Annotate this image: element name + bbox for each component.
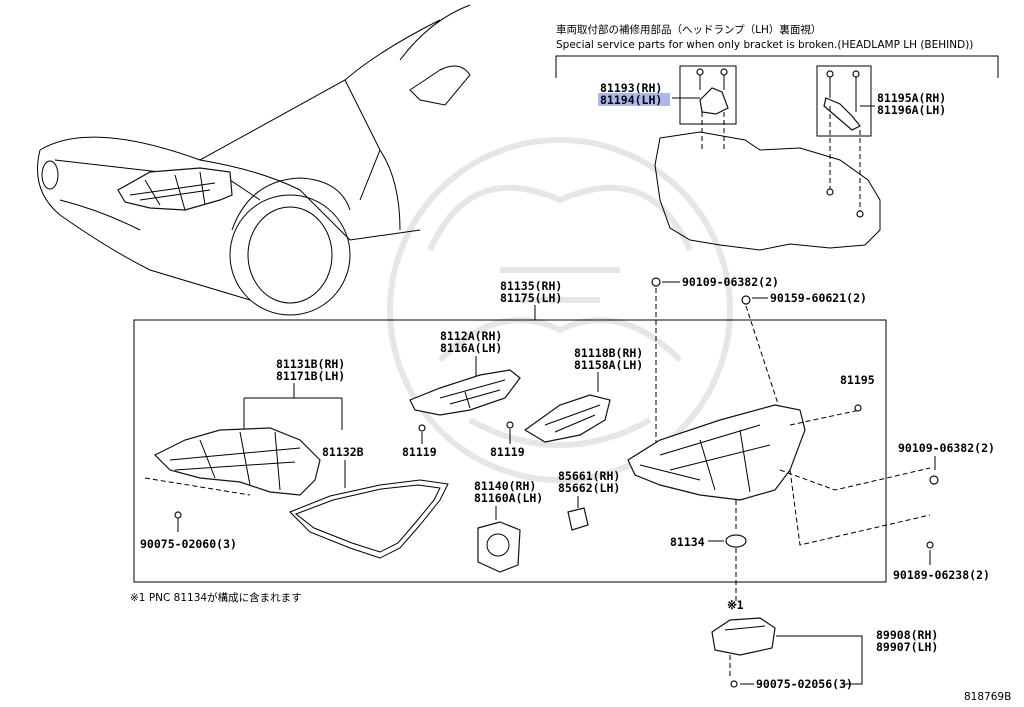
label-81171B[interactable]: 81171B(LH) bbox=[276, 369, 345, 383]
screw-90189 bbox=[926, 541, 934, 549]
section-title-jp: 車両取付部の補修用部品（ヘッドランプ（LH）裏面視） bbox=[556, 23, 821, 36]
label-81134[interactable]: 81134 bbox=[670, 535, 705, 549]
label-90159[interactable]: 90159-60621(2) bbox=[770, 291, 867, 305]
label-90109-top[interactable]: 90109-06382(2) bbox=[682, 275, 779, 289]
label-81119-a[interactable]: 81119 bbox=[402, 445, 437, 459]
screw-90075-left bbox=[174, 511, 182, 519]
label-90109-right[interactable]: 90109-06382(2) bbox=[898, 441, 995, 455]
screw-90075-bottom bbox=[730, 680, 738, 688]
label-81132B[interactable]: 81132B bbox=[322, 445, 364, 459]
ballast-section: ※1 89908(RH) 89907(LH) 90075-02056(3) bbox=[711, 598, 938, 691]
label-81193[interactable]: 81193(RH) bbox=[600, 81, 662, 95]
screw-90109-right bbox=[929, 475, 939, 485]
vehicle-front-illustration bbox=[37, 4, 471, 316]
part-unit-81118B bbox=[523, 394, 611, 443]
label-81158A[interactable]: 81158A(LH) bbox=[574, 358, 643, 372]
label-8112A[interactable]: 8112A(RH) bbox=[440, 329, 502, 343]
label-85662[interactable]: 85662(LH) bbox=[558, 481, 620, 495]
part-lens-81131B bbox=[153, 427, 321, 496]
label-81194[interactable]: 81194(LH) bbox=[600, 93, 662, 107]
label-81196A[interactable]: 81196A(LH) bbox=[877, 103, 946, 117]
note-mark: ※1 bbox=[727, 598, 744, 612]
label-81131B[interactable]: 81131B(RH) bbox=[276, 357, 345, 371]
label-8116A[interactable]: 8116A(LH) bbox=[440, 341, 502, 355]
watermark-emblem bbox=[387, 137, 733, 483]
part-housing bbox=[627, 404, 806, 501]
reference-code: 818769B bbox=[964, 691, 1011, 703]
label-81175[interactable]: 81175(LH) bbox=[500, 291, 562, 305]
part-module-81140 bbox=[477, 521, 521, 573]
footnote: ※1 PNC 81134が構成に含まれます bbox=[130, 591, 302, 604]
part-ballast-89908 bbox=[711, 617, 776, 656]
label-90075-left[interactable]: 90075-02060(3) bbox=[140, 537, 237, 551]
right-fasteners: 90109-06382(2) 90189-06238(2) bbox=[893, 441, 995, 582]
headlamp-assembly-section: 81135(RH) 81175(LH) 90109-06382(2) 90159… bbox=[133, 275, 931, 605]
label-85661[interactable]: 85661(RH) bbox=[558, 469, 620, 483]
label-81135[interactable]: 81135(RH) bbox=[500, 279, 562, 293]
label-89907[interactable]: 89907(LH) bbox=[876, 640, 938, 654]
label-89908[interactable]: 89908(RH) bbox=[876, 628, 938, 642]
screw-90109-top bbox=[651, 277, 661, 287]
label-90189[interactable]: 90189-06238(2) bbox=[893, 568, 990, 582]
highlight-81194 bbox=[598, 93, 670, 106]
section-title-en: Special service parts for when only brac… bbox=[556, 39, 973, 51]
label-81140[interactable]: 81140(RH) bbox=[474, 479, 536, 493]
label-81195[interactable]: 81195 bbox=[840, 373, 875, 387]
label-81160A[interactable]: 81160A(LH) bbox=[474, 491, 543, 505]
screw-81195 bbox=[854, 404, 862, 412]
part-connector-85661 bbox=[567, 507, 589, 531]
part-gasket-81132B bbox=[289, 479, 449, 559]
service-parts-section: 車両取付部の補修用部品（ヘッドランプ（LH）裏面視） Special servi… bbox=[555, 23, 999, 251]
screw-90159 bbox=[741, 295, 751, 305]
label-81118B[interactable]: 81118B(RH) bbox=[574, 346, 643, 360]
label-81195A[interactable]: 81195A(RH) bbox=[877, 91, 946, 105]
part-seal-81134 bbox=[725, 534, 747, 548]
label-81119-b[interactable]: 81119 bbox=[490, 445, 525, 459]
label-90075-bottom[interactable]: 90075-02056(3) bbox=[756, 677, 853, 691]
